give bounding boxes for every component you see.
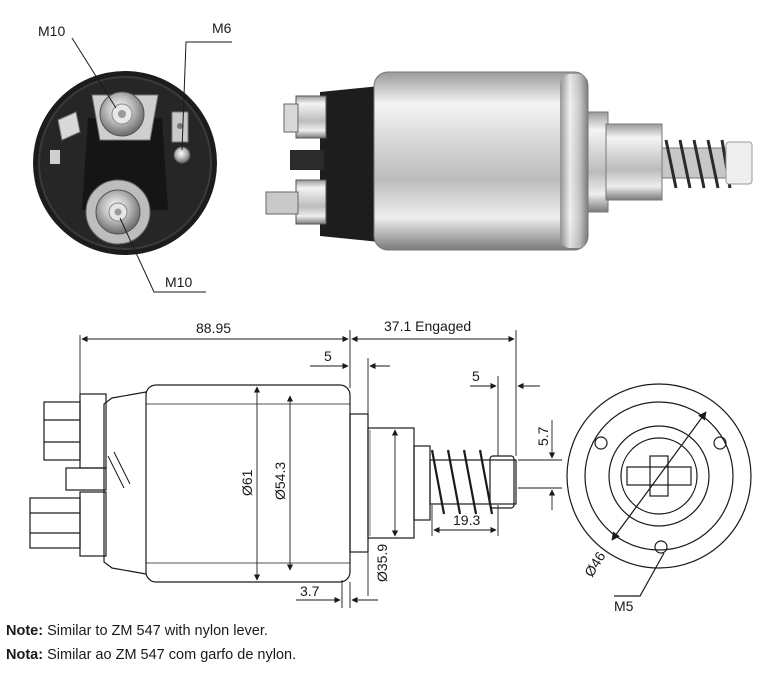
note-english-text: Similar to ZM 547 with nylon lever. <box>43 623 268 639</box>
dim-dia-61: Ø61 <box>239 469 255 496</box>
dim-line-dia-46 <box>611 411 707 541</box>
leader-m5 <box>614 552 665 597</box>
drawing-spring <box>430 449 494 515</box>
drawing-bottom-terminal <box>79 491 107 557</box>
m6-terminal <box>171 111 191 164</box>
drawing-nose <box>367 427 415 539</box>
callout-m10-bottom: M10 <box>165 274 192 290</box>
photo-nylon-tip <box>725 141 753 185</box>
front-outer-circle <box>566 383 752 569</box>
left-lug <box>57 111 81 141</box>
m10-top-terminal <box>91 91 159 141</box>
drawing-plunger <box>429 459 517 505</box>
m10-bottom-terminal <box>85 179 151 245</box>
drawing-cap <box>103 391 147 575</box>
side-drawing <box>29 384 517 583</box>
note-english: Note: Similar to ZM 547 with nylon lever… <box>6 623 268 639</box>
dim-5-tip: 5 <box>472 368 480 384</box>
left-tab <box>50 150 60 164</box>
dim-88-95: 88.95 <box>196 320 231 336</box>
front-view-drawing <box>566 383 752 597</box>
dim-5-step: 5 <box>324 348 332 364</box>
note-portuguese: Nota: Similar ao ZM 547 com garfo de nyl… <box>6 647 296 663</box>
note-portuguese-label: Nota: <box>6 647 44 663</box>
photo-body <box>373 71 589 251</box>
photo-nose <box>605 123 663 201</box>
leader-m6 <box>181 41 232 151</box>
callout-m6: M6 <box>212 20 232 36</box>
dim-5-7: 5.7 <box>535 426 551 446</box>
dim-19-3: 19.3 <box>453 512 480 528</box>
photo-bottom-nut <box>295 179 327 225</box>
note-portuguese-text: Similar ao ZM 547 com garfo de nylon. <box>43 647 297 663</box>
drawing-flange <box>349 413 369 553</box>
mount-hole-bottom <box>654 540 668 554</box>
leader-m10-top <box>71 37 117 109</box>
photo-cap <box>320 86 380 242</box>
photo-top-nut <box>295 95 327 139</box>
dim-37-1-engaged: 37.1 Engaged <box>384 318 471 334</box>
dim-dia-54-3: Ø54.3 <box>272 462 288 500</box>
mount-hole-left <box>594 436 608 450</box>
drawing-m6-terminal <box>65 467 107 491</box>
side-view-photo <box>265 71 753 251</box>
mount-hole-right <box>713 436 727 450</box>
dim-dia-35-9: Ø35.9 <box>374 544 390 582</box>
side-dimensions <box>79 330 562 608</box>
drawing-top-terminal <box>79 393 107 469</box>
photo-spring <box>664 139 732 189</box>
photo-nose-flange <box>587 111 609 213</box>
end-view-photo <box>33 71 217 255</box>
callout-m10-top: M10 <box>38 23 65 39</box>
callout-m5: M5 <box>614 598 634 614</box>
front-bolt-circle <box>584 401 734 551</box>
dim-dia-46: Ø46 <box>581 548 609 579</box>
photo-m6-spade <box>290 150 324 170</box>
leader-m10-bottom <box>119 217 206 293</box>
dim-3-7: 3.7 <box>300 583 320 599</box>
note-english-label: Note: <box>6 623 44 639</box>
